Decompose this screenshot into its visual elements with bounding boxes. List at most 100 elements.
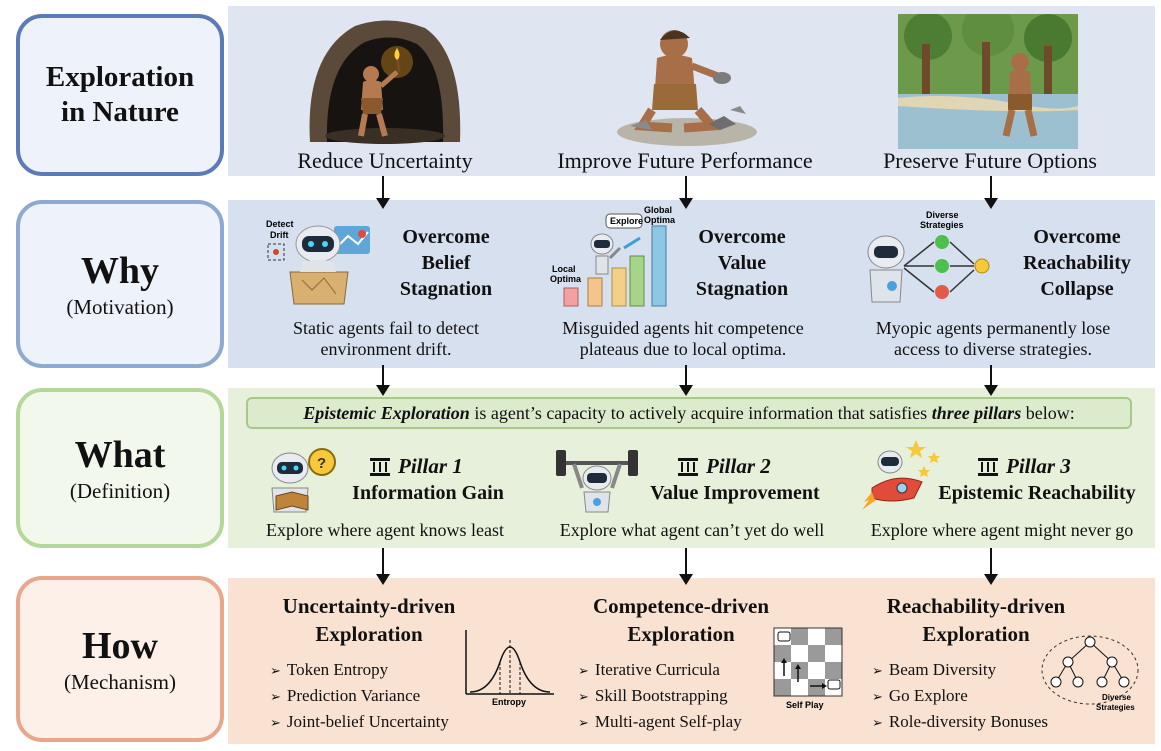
heading-line: Exploration <box>922 622 1030 646</box>
chessboard-square <box>825 628 842 645</box>
heading-line: Overcome <box>1033 226 1121 248</box>
row-title-why: Why <box>80 249 160 292</box>
strategies-label: Strategies <box>920 220 964 230</box>
pillar-3-name: Epistemic Reachability <box>938 482 1136 504</box>
heading-line: Exploration <box>627 622 735 646</box>
list-item: ➢Role-diversity Bonuses <box>872 710 1048 736</box>
row-title-how: How <box>82 624 158 667</box>
nature-caption-2: Improve Future Performance <box>557 148 813 173</box>
svg-text:?: ? <box>317 455 326 472</box>
list-item: ➢Skill Bootstrapping <box>578 684 742 710</box>
pillar-3-explore: Explore where agent might never go <box>870 520 1134 540</box>
nature-caption-1: Reduce Uncertainty <box>297 148 473 173</box>
heading-line: Uncertainty-driven <box>282 594 456 618</box>
nature-caption-3: Preserve Future Options <box>883 148 1097 173</box>
heading-line: Stagnation <box>695 278 789 300</box>
row-subtitle-why: (Motivation) <box>66 294 174 319</box>
row-title-what: What <box>74 433 166 476</box>
list-item: ➢ Prediction Variance <box>270 684 449 710</box>
arrow-down <box>679 365 693 396</box>
why-desc-2: Misguided agents hit competence plateaus… <box>562 318 804 359</box>
pillar-icon <box>978 458 998 476</box>
list-item-label: Iterative Curricula <box>594 660 720 679</box>
list-item: ➢Go Explore <box>872 684 1048 710</box>
pillar-2-explore: Explore what agent can’t yet do well <box>559 520 825 540</box>
global-label: Global <box>644 205 672 215</box>
diverse-strategies-label-1: Diverse <box>1102 693 1131 702</box>
chessboard-square <box>791 679 808 696</box>
chessboard-square <box>825 645 842 662</box>
heading-line: Reachability-driven <box>886 594 1066 618</box>
pillar-2-title: Pillar 2 <box>706 454 771 478</box>
row-title-nature: Exploration in Nature <box>45 61 195 128</box>
bullet-arrow-icon: ➢ <box>270 690 281 705</box>
arrow-down <box>376 548 390 585</box>
diverse-strategies-label-2: Strategies <box>1096 703 1135 712</box>
arrow-down <box>679 548 693 585</box>
list-item: ➢Beam Diversity <box>872 658 1048 684</box>
row-label-what: What (Definition) <box>16 388 224 548</box>
chessboard-square <box>808 628 825 645</box>
entropy-label: Entropy <box>492 697 526 707</box>
chessboard-square <box>791 645 808 662</box>
how-heading-3: Reachability-driven Exploration <box>862 592 1090 648</box>
list-item-label: Multi-agent Self-play <box>594 712 742 731</box>
local-optima-label: Optima <box>550 274 582 284</box>
robot-strategies-icon: Diverse Strategies <box>867 210 990 303</box>
list-item: ➢Token Entropy <box>270 658 449 684</box>
bullet-arrow-icon: ➢ <box>578 716 589 731</box>
bullet-arrow-icon: ➢ <box>270 716 281 731</box>
why-heading-3: Overcome Reachability Collapse <box>1002 224 1152 302</box>
arrow-down <box>984 176 998 209</box>
robot-optima-chart-icon: Global Optima Explore Local Optima <box>550 205 676 307</box>
explore-label: Explore <box>610 216 643 226</box>
chessboard-square <box>808 645 825 662</box>
pillar-icon <box>678 458 698 476</box>
chessboard-square <box>791 628 808 645</box>
definition-term: Epistemic Exploration <box>303 403 470 423</box>
forest-wanderer-illustration <box>898 14 1078 149</box>
definition-middle: is agent’s capacity to actively acquire … <box>469 403 932 423</box>
why-desc-1: Static agents fail to detect environment… <box>293 318 479 359</box>
drift-label: Drift <box>270 230 289 240</box>
robot-weightlifter-icon <box>556 450 638 513</box>
toolmaker-illustration <box>617 30 757 146</box>
heading-line: Reachability <box>1023 252 1131 274</box>
pillar-icon <box>370 458 390 476</box>
row-subtitle-how: (Mechanism) <box>64 669 176 694</box>
arrow-down <box>984 365 998 396</box>
how-list-3: ➢Beam Diversity ➢Go Explore ➢Role-divers… <box>872 658 1048 736</box>
row-label-how: How (Mechanism) <box>16 576 224 742</box>
row-label-why: Why (Motivation) <box>16 200 224 368</box>
robot-rocket-icon <box>862 440 940 510</box>
list-item-label: Joint-belief Uncertainty <box>286 712 449 731</box>
chessboard-square <box>808 662 825 679</box>
definition-box: Epistemic Exploration is agent’s capacit… <box>246 397 1132 429</box>
arrow-down <box>376 365 390 396</box>
robot-map-drift-icon: Detect Drift <box>266 219 370 305</box>
definition-emph: three pillars <box>931 403 1022 423</box>
heading-line: Collapse <box>1040 278 1114 300</box>
pillar-1-explore: Explore where agent knows least <box>266 520 504 540</box>
heading-line: Value <box>717 252 767 274</box>
heading-line: Exploration <box>315 622 423 646</box>
chessboard-square <box>791 662 808 679</box>
bullet-arrow-icon: ➢ <box>578 664 589 679</box>
chessboard-square <box>808 679 825 696</box>
chessboard-square <box>774 679 791 696</box>
arrow-down <box>984 548 998 585</box>
how-list-1: ➢Token Entropy ➢ Prediction Variance ➢ Joi… <box>270 658 449 736</box>
chessboard-square <box>825 662 842 679</box>
how-heading-1: Uncertainty-driven Exploration <box>262 592 476 648</box>
strategy-tree-figure: Diverse Strategies <box>1041 635 1139 712</box>
bullet-arrow-icon: ➢ <box>872 716 883 731</box>
how-band <box>228 578 1155 744</box>
heading-line: Stagnation <box>399 278 493 300</box>
list-item-label: Beam Diversity <box>888 660 997 679</box>
list-item-label: Prediction Variance <box>286 686 421 705</box>
self-play-chessboard-figure: Self Play <box>773 627 843 710</box>
why-heading-1: Overcome Belief Stagnation <box>386 224 506 302</box>
entropy-curve-figure: Entropy <box>465 630 554 707</box>
global-optima-label: Optima <box>644 215 676 225</box>
list-item: ➢ Joint-belief Uncertainty <box>270 710 449 736</box>
